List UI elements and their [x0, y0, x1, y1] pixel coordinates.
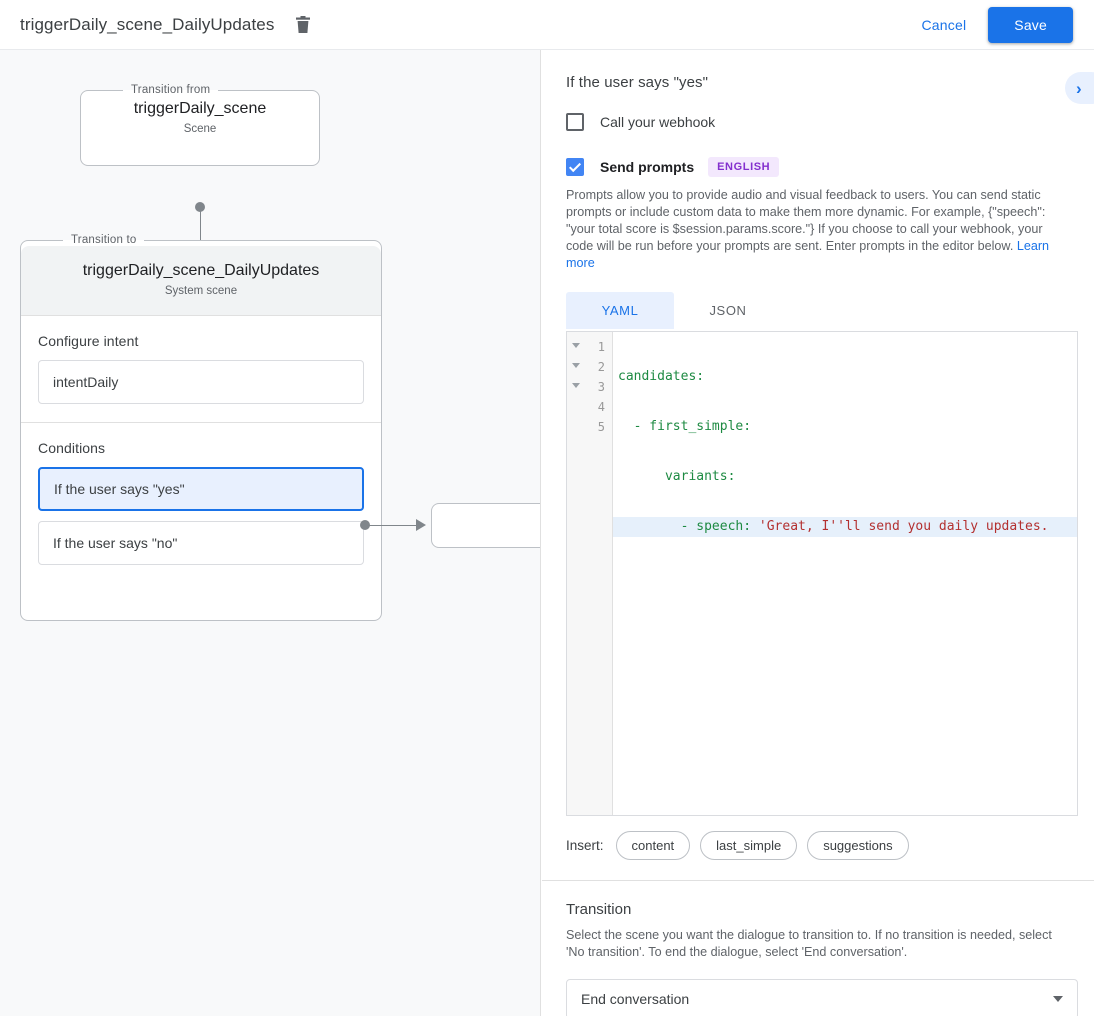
transition-description: Select the scene you want the dialogue t…: [566, 928, 1052, 959]
connector-line: [199, 207, 201, 255]
transition-to-node: Transition to triggerDaily_scene_DailyUp…: [20, 234, 382, 621]
insert-label: Insert:: [566, 838, 604, 853]
transition-section-title: Transition: [566, 901, 632, 918]
gutter-line-5: 5: [567, 417, 612, 437]
condition-connector-arrow-icon: [416, 519, 426, 531]
code-line-4: - speech: 'Great, I''ll send you daily u…: [613, 517, 1077, 537]
condition-item-no[interactable]: If the user says "no": [38, 521, 364, 565]
code-line-3: variants:: [618, 469, 736, 484]
prompts-description-text: Prompts allow you to provide audio and v…: [566, 188, 1046, 253]
flow-canvas: Transition from triggerDaily_scene Scene…: [0, 50, 541, 1016]
gutter-line-3: 3: [567, 377, 612, 397]
insert-chip-last-simple[interactable]: last_simple: [700, 831, 798, 860]
transition-from-node[interactable]: Transition from triggerDaily_scene Scene: [80, 84, 320, 166]
intent-value-box[interactable]: intentDaily: [38, 360, 364, 404]
send-prompts-checkbox[interactable]: [566, 158, 584, 176]
condition-connector-line: [368, 524, 418, 526]
transition-from-legend: Transition from: [131, 84, 211, 96]
line-number-3: 3: [597, 380, 605, 394]
to-node-subtitle: System scene: [164, 285, 238, 297]
transition-to-legend: Transition to: [71, 234, 137, 246]
page-title: triggerDaily_scene_DailyUpdates: [20, 14, 275, 34]
condition-connector-dot: [360, 520, 370, 530]
code-line-2: - first_simple:: [618, 419, 752, 434]
tab-yaml[interactable]: YAML: [566, 292, 674, 329]
panel-title: If the user says "yes": [566, 74, 709, 91]
code-line-5: [613, 567, 1077, 587]
section-divider: [542, 880, 1094, 881]
from-node-name: triggerDaily_scene: [133, 100, 267, 117]
prompt-code-editor[interactable]: 1 2 3 4 5 candidates: - first_simple: va…: [566, 331, 1078, 816]
learn-more-link[interactable]: Learn more: [566, 239, 1050, 270]
top-bar: triggerDaily_scene_DailyUpdates Cancel S…: [0, 0, 1094, 50]
code-line-4-key: - speech:: [618, 519, 759, 534]
from-node-subtitle: Scene: [183, 123, 217, 135]
line-number-5: 5: [597, 420, 605, 434]
editor-gutter: 1 2 3 4 5: [567, 332, 613, 815]
language-badge: ENGLISH: [708, 157, 780, 177]
fold-toggle-icon[interactable]: [572, 343, 580, 348]
gutter-line-2: 2: [567, 357, 612, 377]
cancel-button[interactable]: Cancel: [908, 8, 981, 42]
configure-intent-section: Configure intent intentDaily: [21, 316, 381, 423]
delete-button[interactable]: [290, 12, 316, 38]
webhook-row[interactable]: Call your webhook: [566, 113, 1070, 131]
insert-chip-suggestions[interactable]: suggestions: [807, 831, 909, 860]
condition-item-yes[interactable]: If the user says "yes": [38, 467, 364, 511]
transition-target-select[interactable]: End conversation: [566, 979, 1078, 1016]
line-number-1: 1: [597, 340, 605, 354]
send-prompts-row[interactable]: Send prompts ENGLISH: [566, 157, 1070, 177]
downstream-node-clipped[interactable]: [431, 503, 540, 548]
fold-toggle-icon[interactable]: [572, 363, 580, 368]
transition-selected-value: End conversation: [581, 991, 690, 1007]
code-line-1: candidates:: [618, 369, 705, 384]
gutter-line-4: 4: [567, 397, 612, 417]
details-panel: › If the user says "yes" Call your webho…: [542, 50, 1094, 1016]
line-number-4: 4: [597, 400, 605, 414]
to-node-header[interactable]: triggerDaily_scene_DailyUpdates System s…: [21, 246, 381, 316]
configure-intent-label: Configure intent: [38, 333, 139, 349]
to-node-name: triggerDaily_scene_DailyUpdates: [82, 262, 320, 279]
code-line-4-string: 'Great, I''ll send you daily updates.: [758, 519, 1049, 534]
prompts-description: Prompts allow you to provide audio and v…: [566, 187, 1070, 272]
chevron-right-icon: ›: [1076, 78, 1082, 98]
call-webhook-checkbox[interactable]: [566, 113, 584, 131]
gutter-line-1: 1: [567, 337, 612, 357]
trash-icon: [296, 15, 311, 33]
save-button[interactable]: Save: [988, 6, 1073, 43]
fold-toggle-icon[interactable]: [572, 383, 580, 388]
conditions-section: Conditions If the user says "yes" If the…: [21, 423, 381, 583]
conditions-label: Conditions: [38, 440, 106, 456]
tab-json[interactable]: JSON: [709, 303, 747, 318]
line-number-2: 2: [597, 360, 605, 374]
insert-chip-content[interactable]: content: [615, 831, 691, 860]
editor-format-tabs: YAML JSON: [566, 292, 1070, 329]
expand-panel-button[interactable]: ›: [1065, 72, 1094, 104]
editor-code-area[interactable]: candidates: - first_simple: variants: - …: [613, 332, 1077, 815]
insert-chips-row: Insert: content last_simple suggestions: [566, 831, 1070, 860]
chevron-down-icon: [1053, 996, 1063, 1002]
call-webhook-label: Call your webhook: [600, 114, 716, 130]
send-prompts-label: Send prompts: [600, 159, 695, 175]
